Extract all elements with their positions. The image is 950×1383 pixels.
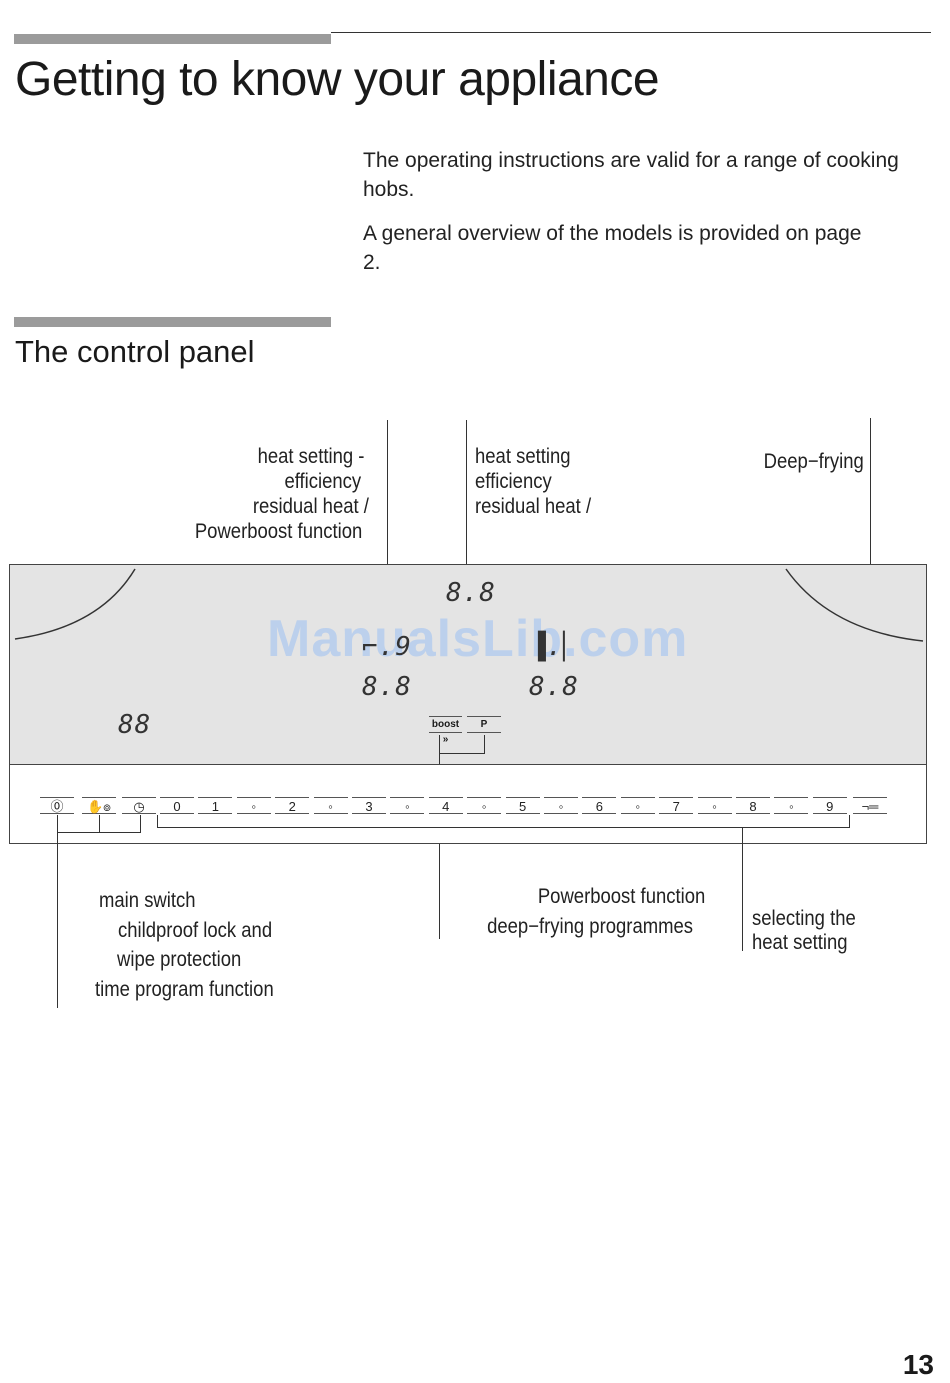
label-middle-display-3: residual heat / bbox=[475, 495, 592, 518]
label-powerboost: Powerboost function bbox=[537, 885, 705, 908]
label-middle-display-2: efficiency bbox=[475, 470, 552, 493]
bracket-left-1 bbox=[57, 815, 58, 1008]
bracket-scale-right bbox=[849, 815, 850, 828]
heat-scale-key[interactable]: 4 bbox=[428, 797, 463, 814]
heat-scale-key[interactable]: ◦ bbox=[467, 797, 502, 814]
label-left-display-2: efficiency bbox=[284, 470, 361, 493]
page-number: 13 bbox=[902, 1349, 934, 1380]
boost-bracket-bottom bbox=[439, 753, 485, 754]
bracket-left-2 bbox=[99, 815, 100, 833]
cooking-zone-outlines bbox=[14, 568, 924, 642]
heat-scale-key[interactable]: 2 bbox=[275, 797, 310, 814]
heat-scale-key[interactable]: 1 bbox=[198, 797, 233, 814]
label-left-display-4: Powerboost function bbox=[194, 520, 362, 543]
heat-scale-key[interactable]: ◦ bbox=[390, 797, 425, 814]
label-time-program: time program function bbox=[95, 978, 274, 1001]
display-right-upper: ▐.▏ bbox=[530, 632, 580, 662]
label-wipe-protection: wipe protection bbox=[117, 948, 242, 971]
bracket-left-bottom bbox=[57, 832, 141, 833]
heat-scale-key[interactable]: 9 bbox=[812, 797, 847, 814]
watermark: ManualsLib.com bbox=[267, 610, 689, 668]
label-middle-display-1: heat setting bbox=[475, 445, 571, 468]
heat-scale-key[interactable]: ◦ bbox=[236, 797, 271, 814]
deep-frying-button[interactable]: ¬═ bbox=[853, 797, 887, 814]
heat-scale-key[interactable]: ◦ bbox=[544, 797, 578, 814]
label-childproof-lock: childproof lock and bbox=[118, 919, 273, 942]
heat-scale-key[interactable]: 0 bbox=[160, 797, 194, 814]
header-rule bbox=[331, 32, 931, 33]
display-rear-center: 8.8 bbox=[446, 578, 496, 608]
label-main-switch: main switch bbox=[99, 889, 196, 912]
label-deep-frying-programmes: deep−frying programmes bbox=[487, 915, 693, 938]
heat-scale-key[interactable]: 8 bbox=[736, 797, 770, 814]
label-selecting-heat-2: heat setting bbox=[752, 931, 848, 954]
intro-paragraph-1: The operating instructions are valid for… bbox=[363, 149, 899, 201]
heat-scale-key[interactable]: 5 bbox=[505, 797, 540, 814]
heat-scale-key[interactable]: 6 bbox=[582, 797, 617, 814]
label-left-display-1: heat setting - bbox=[257, 445, 364, 468]
timer-button[interactable]: ◷ bbox=[122, 797, 156, 814]
heat-scale-key[interactable]: ◦ bbox=[620, 797, 655, 814]
boost-button[interactable]: boost » bbox=[429, 716, 462, 745]
heat-scale-key[interactable]: 3 bbox=[352, 797, 386, 814]
label-deep-frying: Deep−frying bbox=[763, 450, 864, 473]
display-right-lower: 8.8 bbox=[529, 672, 579, 702]
section-accent-bar bbox=[14, 317, 331, 327]
programme-button[interactable]: P bbox=[467, 716, 501, 733]
heat-scale-key[interactable]: ◦ bbox=[697, 797, 732, 814]
intro-paragraph-2: A general overview of the models is prov… bbox=[363, 222, 862, 274]
callout-heat-setting bbox=[742, 827, 743, 951]
childproof-lock-button[interactable]: ✋๏ bbox=[82, 797, 116, 814]
heat-scale-key[interactable]: 7 bbox=[659, 797, 694, 814]
callout-middle-display bbox=[466, 420, 467, 582]
section-title: The control panel bbox=[15, 334, 255, 369]
callout-left-display bbox=[387, 420, 388, 656]
main-switch-button[interactable]: ⓪ bbox=[40, 797, 74, 814]
control-strip bbox=[9, 764, 927, 844]
bracket-scale-bottom bbox=[157, 827, 850, 828]
heat-scale-key[interactable]: ◦ bbox=[774, 797, 809, 814]
header-accent-bar bbox=[14, 34, 331, 44]
display-left-upper: ⌐.9 bbox=[362, 632, 412, 662]
heat-scale-key[interactable]: ◦ bbox=[313, 797, 348, 814]
label-selecting-heat-1: selecting the bbox=[752, 907, 856, 930]
bracket-scale-left bbox=[157, 815, 158, 828]
boost-bracket-right bbox=[484, 735, 485, 754]
display-left-lower: 8.8 bbox=[362, 672, 412, 702]
display-timer: 88 bbox=[118, 710, 152, 740]
bracket-left-3 bbox=[140, 815, 141, 833]
page-title: Getting to know your appliance bbox=[15, 53, 660, 106]
label-left-display-3: residual heat / bbox=[252, 495, 369, 518]
